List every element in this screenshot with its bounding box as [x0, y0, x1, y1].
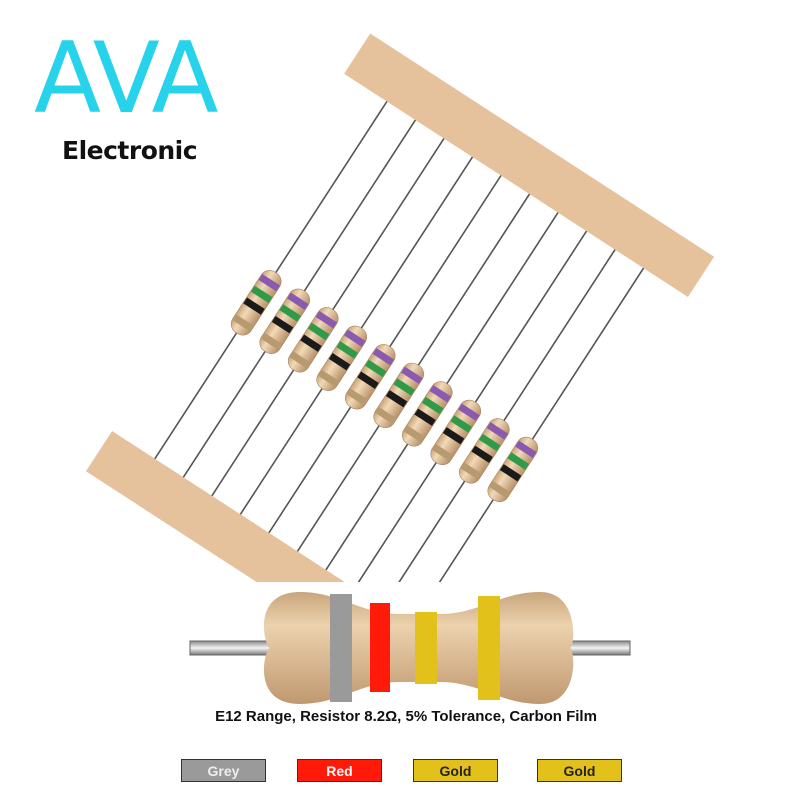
color-band — [289, 351, 311, 369]
taped-resistor — [344, 344, 396, 410]
brand-logo: AVA — [34, 22, 219, 136]
color-band — [458, 403, 480, 421]
large-resistor-band-red — [370, 603, 390, 692]
color-band — [232, 314, 254, 332]
taped-resistor — [373, 362, 425, 429]
color-band — [243, 297, 265, 315]
color-band — [271, 315, 294, 334]
color-band — [403, 425, 425, 443]
taped-resistor — [287, 307, 339, 373]
taped-resistor — [487, 436, 539, 503]
paper-tape-top — [344, 33, 715, 298]
color-band — [486, 422, 509, 440]
taped-resistor — [401, 381, 453, 447]
color-band — [315, 311, 337, 329]
color-band — [421, 396, 444, 415]
taped-resistor — [458, 418, 510, 484]
color-band — [471, 445, 493, 463]
large-resistor-band-gold — [415, 612, 437, 684]
color-band — [385, 390, 408, 408]
color-band — [307, 322, 330, 341]
band-swatch-red: Red — [297, 759, 382, 782]
color-band — [429, 385, 452, 403]
color-band — [393, 378, 415, 396]
color-band — [260, 332, 283, 351]
brand-subtitle: Electronic — [62, 136, 198, 165]
large-resistor-band-grey — [330, 594, 352, 702]
color-band — [346, 388, 368, 406]
color-band — [450, 415, 472, 433]
color-band — [414, 408, 436, 426]
color-band — [250, 285, 273, 304]
color-band — [344, 329, 366, 347]
color-band — [279, 304, 301, 322]
color-band — [489, 480, 511, 499]
color-band — [372, 348, 395, 366]
taped-resistor — [316, 325, 368, 391]
large-resistor — [189, 592, 631, 704]
taped-resistor — [230, 270, 282, 336]
color-band — [431, 443, 454, 462]
color-band — [460, 462, 482, 480]
color-band — [507, 452, 529, 470]
color-band — [287, 292, 309, 310]
band-swatch-grey: Grey — [181, 759, 266, 782]
color-band — [499, 464, 522, 482]
product-caption: E12 Range, Resistor 8.2Ω, 5% Tolerance, … — [215, 708, 597, 725]
color-band — [515, 440, 537, 458]
taped-resistor — [430, 399, 482, 466]
color-band — [374, 406, 397, 425]
color-band — [442, 427, 465, 445]
color-band — [328, 353, 351, 371]
color-band — [336, 341, 358, 359]
color-band — [317, 369, 340, 388]
band-swatch-gold: Gold — [413, 759, 498, 782]
color-band — [479, 433, 501, 452]
color-band — [401, 366, 423, 384]
band-swatch-gold: Gold — [537, 759, 622, 782]
large-resistor-band-gold — [478, 596, 500, 700]
color-band — [258, 273, 280, 292]
color-band — [357, 371, 379, 389]
color-band — [300, 334, 322, 352]
color-band — [364, 359, 387, 378]
taped-resistor — [259, 288, 310, 354]
